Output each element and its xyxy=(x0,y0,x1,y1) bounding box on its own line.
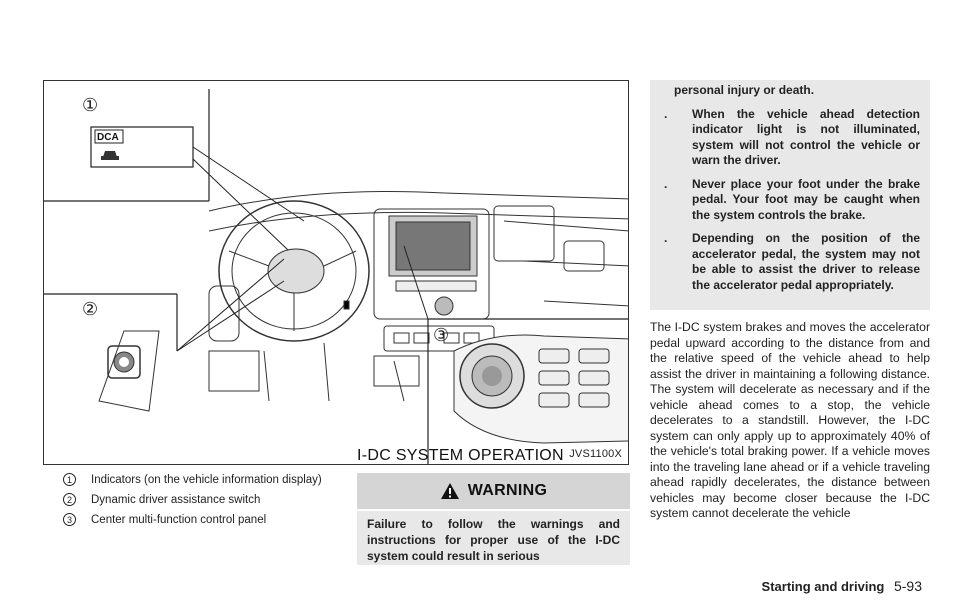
callout-1: ① xyxy=(82,95,98,116)
warning-header: WARNING xyxy=(357,473,630,509)
dca-label: DCA xyxy=(97,132,119,143)
legend-item: 2 Dynamic driver assistance switch xyxy=(63,493,343,507)
bullet-mark: . xyxy=(664,231,668,245)
callout-3: ③ xyxy=(433,325,449,346)
legend-text: Dynamic driver assistance switch xyxy=(91,494,261,506)
warning-label: WARNING xyxy=(467,482,548,499)
page-number: 5-93 xyxy=(893,578,922,594)
footer-section: Starting and driving xyxy=(761,579,885,594)
legend-item: 3 Center multi-function control panel xyxy=(63,513,343,527)
bullet-text: Never place your foot under the brake pe… xyxy=(692,176,920,222)
bullet-mark: . xyxy=(664,106,668,121)
legend-number: 2 xyxy=(63,493,76,506)
warning-bullet: . Depending on the position of the accel… xyxy=(660,231,920,293)
bullet-text: Depending on the position of the acceler… xyxy=(692,231,920,292)
warning-continuation-box: personal injury or death. . When the veh… xyxy=(650,80,930,310)
legend-item: 1 Indicators (on the vehicle information… xyxy=(63,473,343,487)
legend-text: Indicators (on the vehicle information d… xyxy=(91,474,322,486)
inset-switch-frame xyxy=(44,258,285,412)
callout-2: ② xyxy=(82,299,98,320)
legend-text: Center multi-function control panel xyxy=(91,514,267,526)
inset-panel-frame xyxy=(403,245,628,464)
legend-number: 3 xyxy=(63,513,76,526)
warning-bullet: . Never place your foot under the brake … xyxy=(660,177,920,224)
warning-bullet: . When the vehicle ahead detection indic… xyxy=(660,107,920,169)
dashboard-illustration: ① ② ③ DCA JVS1100X xyxy=(43,80,629,465)
dashboard-body xyxy=(208,191,628,402)
body-paragraph: The I-DC system brakes and moves the acc… xyxy=(650,320,930,520)
page-footer: Starting and driving 5-93 xyxy=(762,578,922,594)
section-title: I-DC SYSTEM OPERATION xyxy=(357,447,564,464)
warning-continuation: personal injury or death. xyxy=(674,83,815,97)
figure-code: JVS1100X xyxy=(569,448,622,460)
legend-number: 1 xyxy=(63,473,76,486)
figure-legend: 1 Indicators (on the vehicle information… xyxy=(63,473,343,533)
inset-indicator-frame xyxy=(44,89,305,252)
bullet-mark: . xyxy=(664,176,668,191)
warning-icon xyxy=(440,483,459,499)
dashboard-drawing: ① ② ③ DCA xyxy=(44,89,628,464)
bullet-text: When the vehicle ahead detection indicat… xyxy=(692,106,920,168)
warning-text: Failure to follow the warnings and instr… xyxy=(357,511,630,565)
